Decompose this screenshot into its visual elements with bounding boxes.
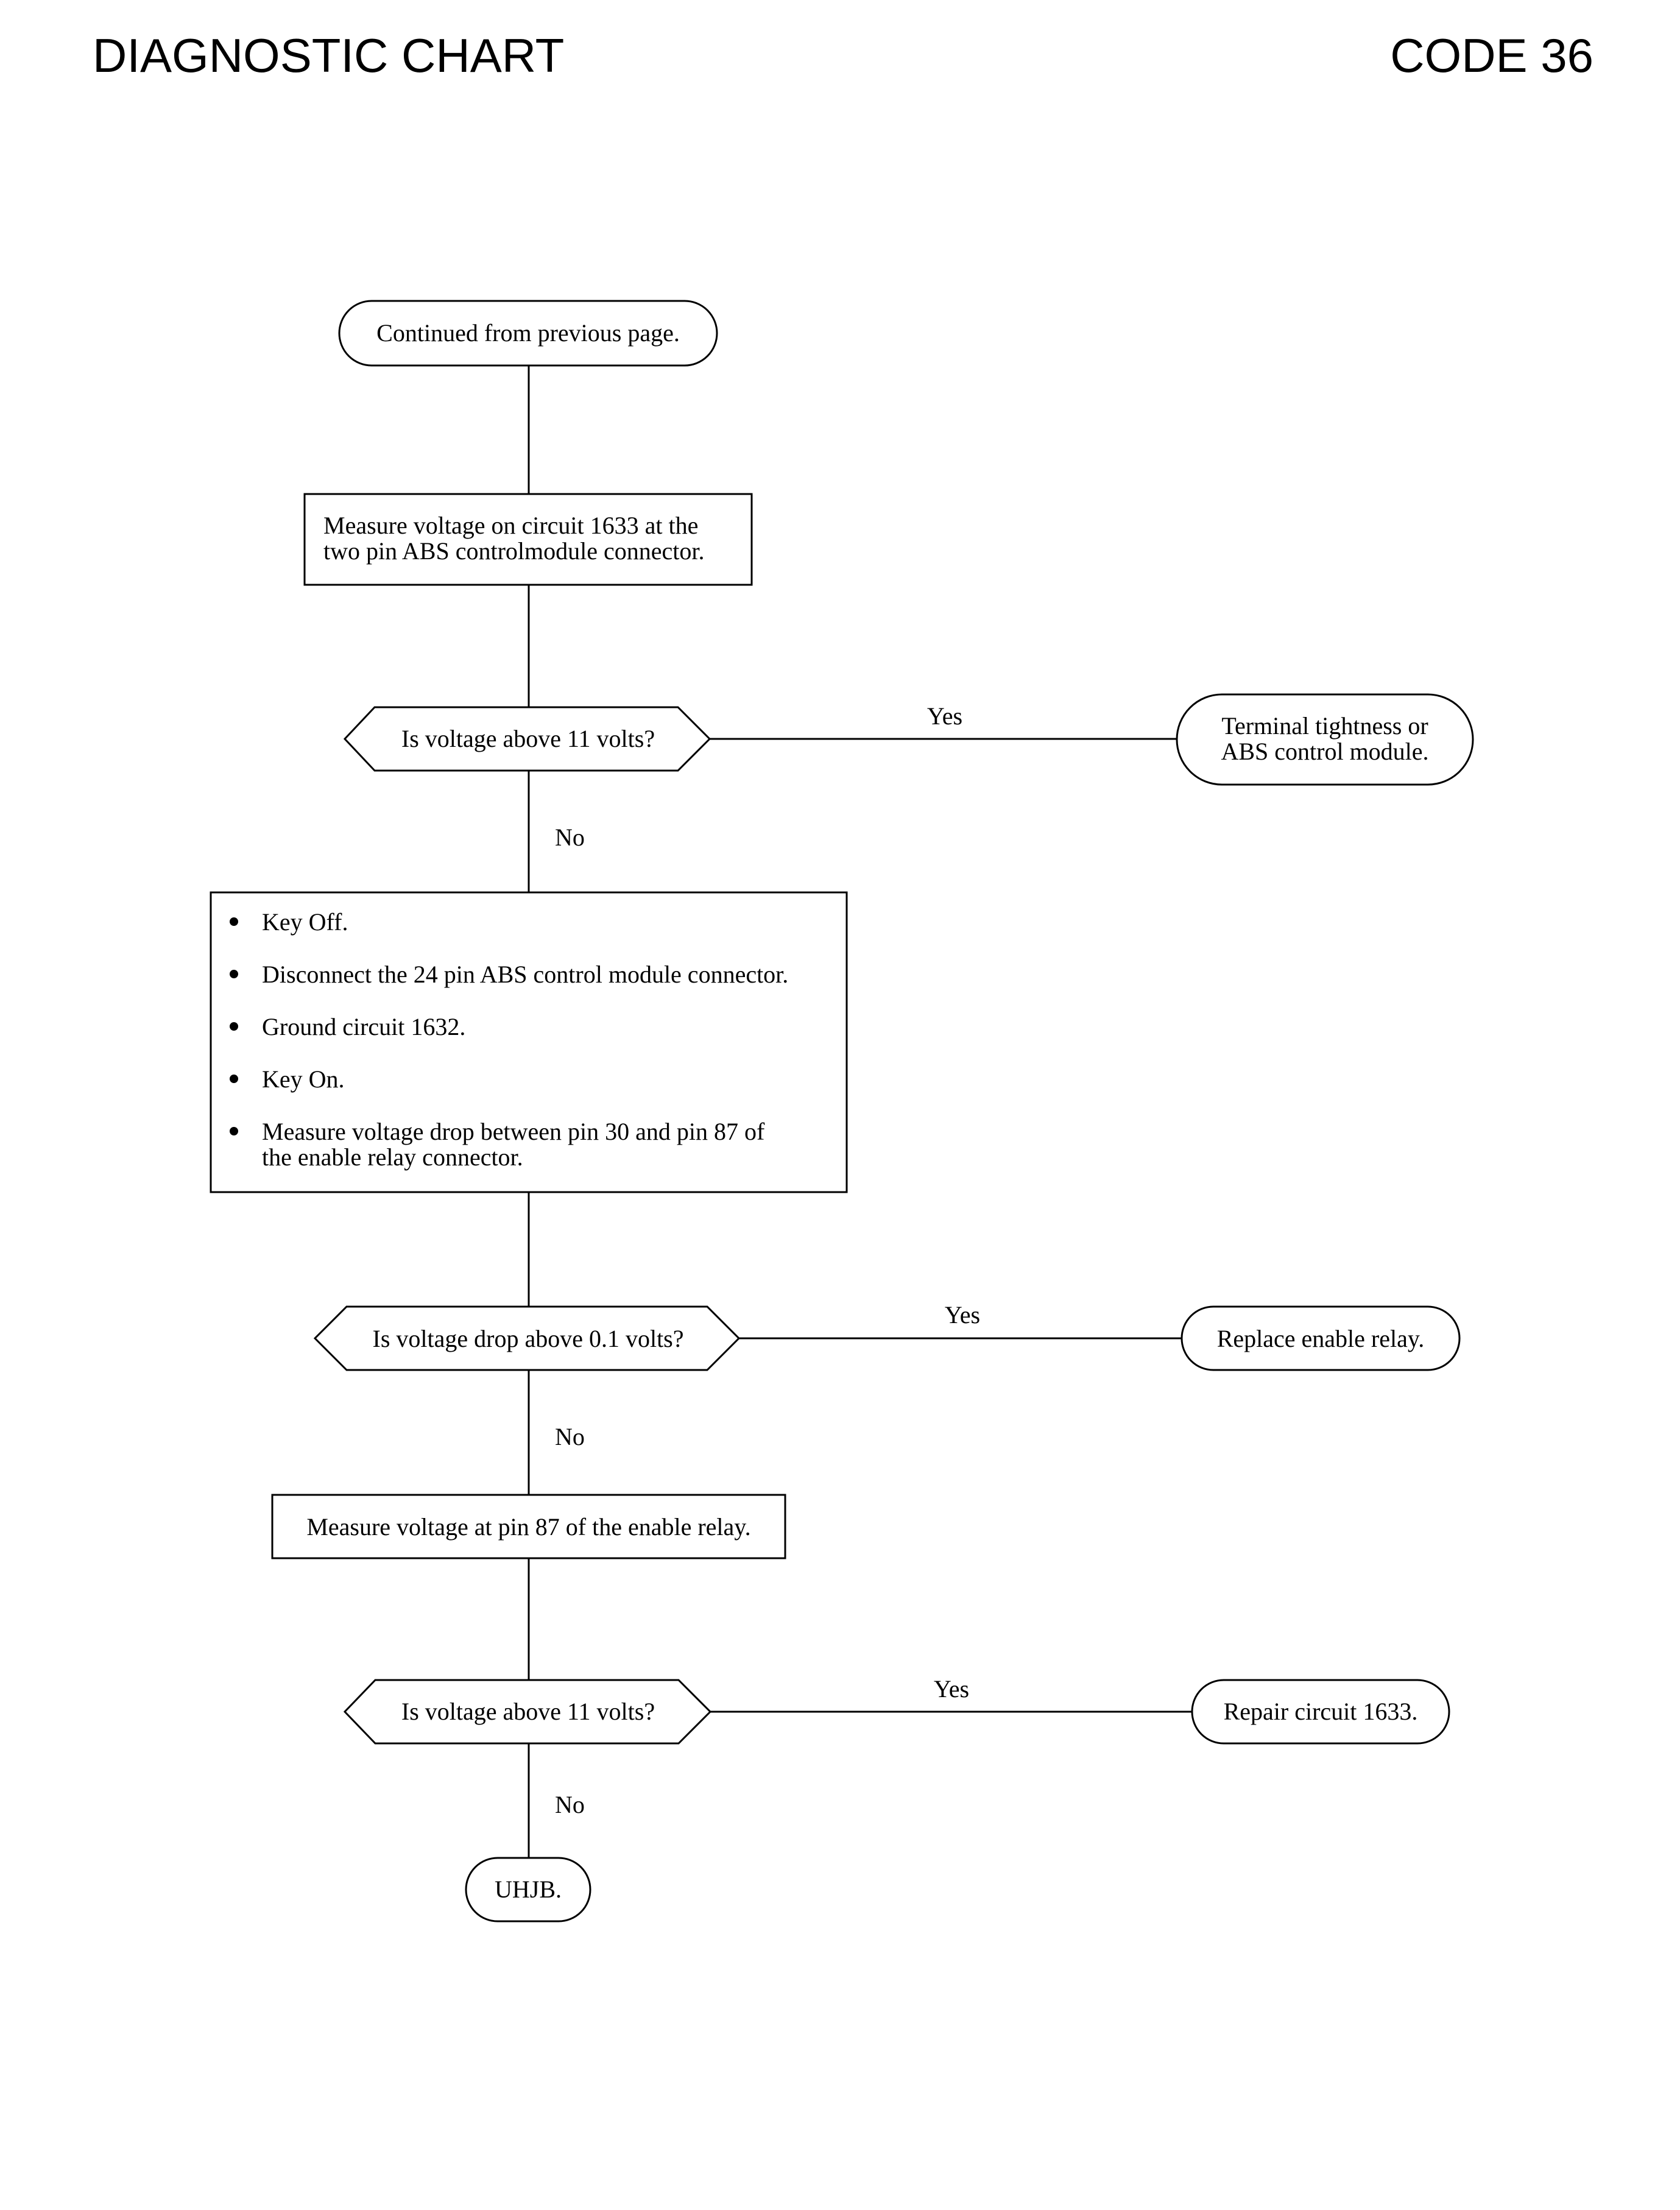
decision1-text: Is voltage above 11 volts? <box>401 725 655 752</box>
step3-text: Measure voltage at pin 87 of the enable … <box>306 1513 750 1541</box>
result1-text-line1: Terminal tightness or <box>1221 712 1428 740</box>
step2-item-measure-line2: the enable relay connector. <box>262 1143 523 1171</box>
step2-item-ground: Ground circuit 1632. <box>262 1013 465 1040</box>
no-label-3: No <box>555 1791 585 1818</box>
step2-item-measure-line1: Measure voltage drop between pin 30 and … <box>262 1118 765 1145</box>
bullet-dot <box>230 1127 238 1135</box>
step2-item-key-on: Key On. <box>262 1065 345 1093</box>
yes-label-2: Yes <box>945 1301 980 1329</box>
result2-terminal <box>1181 1305 1461 1371</box>
decision1-hexagon <box>343 706 711 772</box>
bullet-dot <box>230 917 238 926</box>
no-label-2: No <box>555 1423 585 1450</box>
decision2-hexagon <box>313 1305 741 1371</box>
bullet-dot <box>230 1022 238 1031</box>
decision3-text: Is voltage above 11 volts? <box>401 1698 655 1725</box>
decision3-hexagon <box>343 1679 712 1745</box>
yes-label-3: Yes <box>934 1675 969 1703</box>
start-terminal <box>338 300 718 367</box>
step1-box <box>303 493 753 586</box>
end-text: UHJB. <box>495 1876 562 1903</box>
start-text: Continued from previous page. <box>376 319 680 347</box>
result3-terminal <box>1191 1679 1450 1745</box>
yes-label-1: Yes <box>927 702 962 730</box>
step2-item-key-off: Key Off. <box>262 908 348 936</box>
bullet-dot <box>230 970 238 978</box>
no-label-1: No <box>555 824 585 851</box>
step1-text-line2: two pin ABS controlmodule connector. <box>323 537 705 565</box>
result2-text: Replace enable relay. <box>1217 1325 1425 1352</box>
step1-text-line1: Measure voltage on circuit 1633 at the <box>323 512 698 539</box>
step2-item-disconnect: Disconnect the 24 pin ABS control module… <box>262 961 788 988</box>
result1-text-line2: ABS control module. <box>1221 738 1428 765</box>
step3-box <box>271 1494 786 1559</box>
result3-text: Repair circuit 1633. <box>1224 1698 1418 1725</box>
step2-box <box>210 891 848 1193</box>
code-number: CODE 36 <box>1390 29 1594 82</box>
end-terminal <box>465 1857 591 1922</box>
result1-terminal <box>1176 693 1474 786</box>
page-title: DIAGNOSTIC CHART <box>93 29 565 82</box>
decision2-text: Is voltage drop above 0.1 volts? <box>373 1325 684 1352</box>
bullet-dot <box>230 1075 238 1083</box>
